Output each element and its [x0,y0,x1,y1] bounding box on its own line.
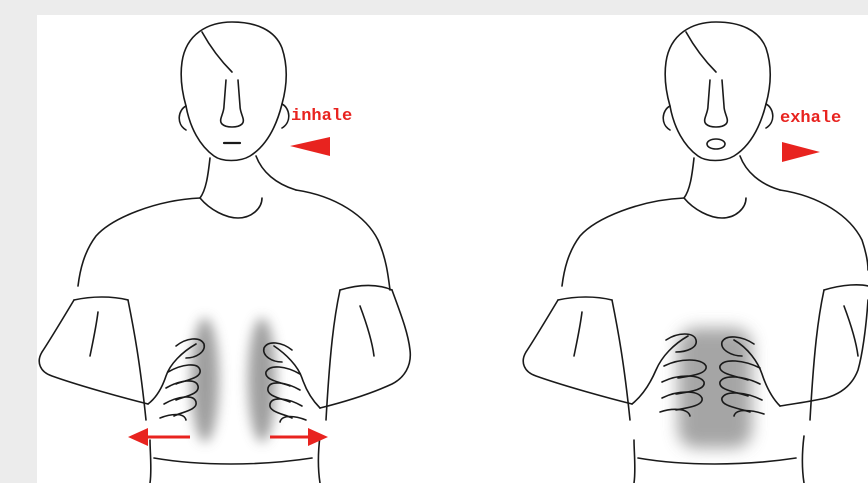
inhale-arrow-icon [290,137,330,156]
arrow-left-icon [128,428,148,446]
nose-outline [221,80,244,127]
inhale-figure: inhale [39,22,410,483]
mouth-open [707,139,725,149]
expanded-belly-shading [191,318,276,442]
contracted-belly-shading [678,328,752,448]
belly-expansion-arrows [128,428,328,446]
arrow-right-icon [308,428,328,446]
exhale-arrow-icon [782,142,820,162]
exhale-figure: exhale [523,22,868,483]
nose-outline [705,80,728,127]
head-outline [181,22,286,161]
inhale-label: inhale [291,107,352,126]
exhale-label: exhale [780,109,841,128]
